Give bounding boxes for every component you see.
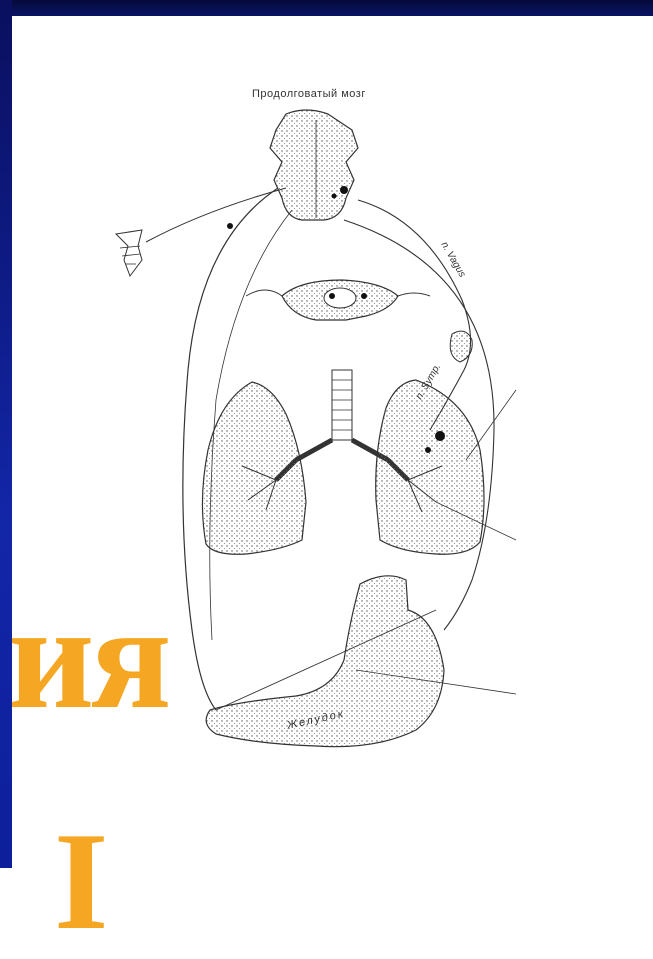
slide-title-fragment-2: I xyxy=(54,812,108,952)
label-medulla: Продолговатый мозг xyxy=(252,88,366,100)
medulla-shape xyxy=(270,110,358,220)
larynx-shape xyxy=(116,230,142,276)
slide-top-bar xyxy=(0,0,653,16)
left-lung xyxy=(202,382,306,554)
right-lung xyxy=(376,380,484,554)
slide-title-fragment: ия xyxy=(8,582,168,732)
